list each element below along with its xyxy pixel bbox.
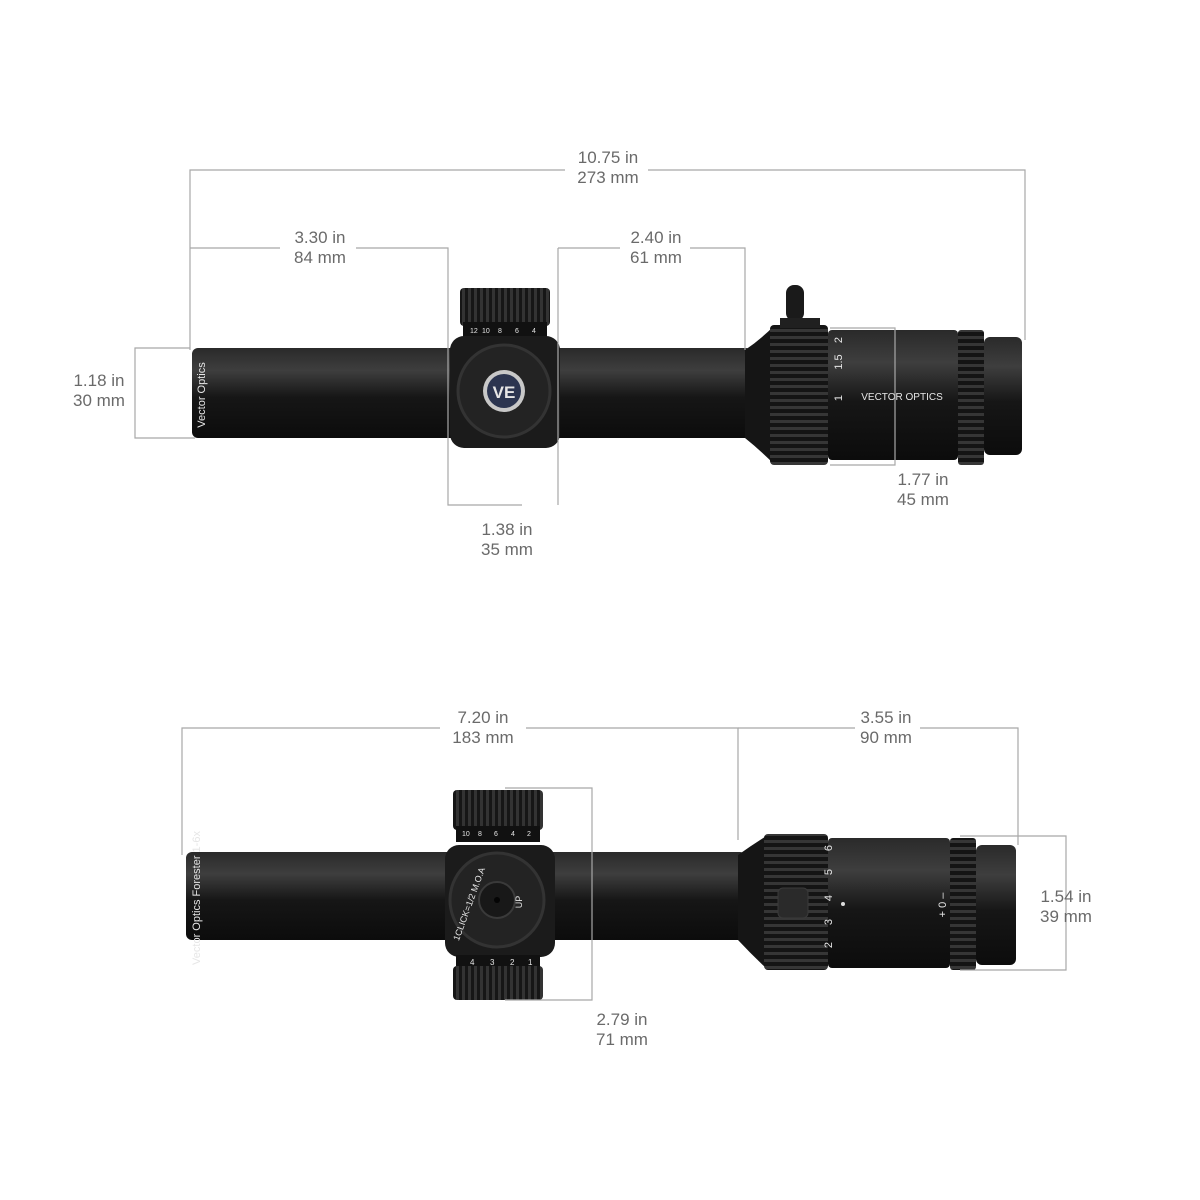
magnification-marks: 1 1.5 2 [833, 337, 845, 401]
tube-diameter-in: 1.18 in [73, 371, 124, 390]
svg-text:1: 1 [528, 958, 533, 967]
svg-text:2: 2 [527, 831, 531, 838]
svg-text:2: 2 [833, 337, 845, 343]
elevation-knob[interactable] [453, 790, 543, 830]
svg-text:4: 4 [532, 328, 536, 335]
power-ring-bell [745, 325, 775, 465]
overall-length-in: 10.75 in [578, 148, 639, 167]
eyepiece-diameter-in: 1.77 in [897, 470, 948, 489]
eyepiece-diameter-mm: 45 mm [897, 490, 949, 509]
tube-brand-text: Vector Optics [196, 362, 208, 428]
diopter-text: + 0 – [937, 892, 949, 918]
svg-text:1.5: 1.5 [833, 354, 845, 369]
focus-ring[interactable] [958, 330, 984, 465]
turret-width-mm: 35 mm [481, 540, 533, 559]
objective-to-turret-in: 3.30 in [294, 228, 345, 247]
eyepiece-body [828, 330, 958, 460]
body-brand-text: VECTOR OPTICS [861, 392, 943, 403]
turret-height-in: 2.79 in [596, 1010, 647, 1029]
power-ring-bell [738, 835, 768, 970]
throw-lever[interactable] [786, 285, 804, 321]
svg-text:6: 6 [494, 831, 498, 838]
svg-text:10: 10 [482, 328, 490, 335]
svg-text:6: 6 [823, 845, 835, 851]
eyepiece-length-mm: 90 mm [860, 728, 912, 747]
objective-to-turret-mm: 84 mm [294, 248, 346, 267]
svg-text:1: 1 [833, 395, 845, 401]
svg-text:4: 4 [511, 831, 515, 838]
svg-text:8: 8 [478, 831, 482, 838]
svg-text:3: 3 [490, 958, 495, 967]
turret-width-in: 1.38 in [481, 520, 532, 539]
tube-brand-text: Vector Optics Forester 1-6x [191, 831, 203, 965]
elevation-knob[interactable] [460, 288, 550, 326]
turret-to-eyepiece-mm: 61 mm [630, 248, 682, 267]
logo-badge [487, 374, 521, 408]
ocular-diameter-in: 1.54 in [1040, 887, 1091, 906]
magnification-marks: 2 3 4 5 6 [823, 845, 835, 948]
center-hole [494, 897, 500, 903]
parallax-scale [456, 955, 540, 969]
logo-badge-text: VE [493, 383, 516, 402]
eyepiece-end [976, 845, 1016, 965]
top-view-dimensions: 10.75 in 273 mm 3.30 in 84 mm 2.40 in 61… [73, 148, 1026, 559]
power-ring[interactable] [770, 325, 828, 465]
svg-text:4: 4 [470, 958, 475, 967]
side-view-scope: 1CLICK=1/2 M.O.A UP Vector Optics Forest… [186, 790, 1016, 1000]
focus-ring[interactable] [950, 838, 976, 970]
eyepiece-length-in: 3.55 in [860, 708, 911, 727]
svg-text:12: 12 [470, 328, 478, 335]
parallax-knob[interactable] [453, 966, 543, 1000]
turret-height-mm: 71 mm [596, 1030, 648, 1049]
turret-to-eyepiece-in: 2.40 in [630, 228, 681, 247]
side-bottom-scale: 4 3 2 1 [470, 958, 533, 967]
top-view-scope: VE Vector Optics VECTOR OPTICS 12 10 8 6… [192, 285, 1022, 465]
eyepiece-body [828, 838, 950, 968]
eyepiece-end [984, 337, 1022, 455]
top-turret-scale: 12 10 8 6 4 [470, 328, 536, 335]
throw-lever[interactable] [777, 887, 809, 919]
svg-text:6: 6 [515, 328, 519, 335]
elevation-scale [456, 826, 540, 842]
ocular-diameter-mm: 39 mm [1040, 907, 1092, 926]
lever-base [780, 318, 820, 328]
side-top-scale: 10 8 6 4 2 [462, 831, 531, 838]
svg-text:4: 4 [823, 895, 835, 901]
turret-dir-text: UP [514, 896, 524, 909]
svg-text:3: 3 [823, 919, 835, 925]
index-dot [841, 902, 845, 906]
elevation-scale [463, 322, 547, 338]
overall-length-mm: 273 mm [577, 168, 638, 187]
tube-diameter-mm: 30 mm [73, 391, 125, 410]
svg-text:8: 8 [498, 328, 502, 335]
svg-text:2: 2 [823, 942, 835, 948]
svg-text:10: 10 [462, 831, 470, 838]
side-view-dimensions: 7.20 in 183 mm 3.55 in 90 mm 2.79 in 71 … [181, 708, 1092, 1049]
objective-to-power-ring-in: 7.20 in [457, 708, 508, 727]
objective-to-power-ring-mm: 183 mm [452, 728, 513, 747]
svg-text:5: 5 [823, 869, 835, 875]
svg-text:2: 2 [510, 958, 515, 967]
